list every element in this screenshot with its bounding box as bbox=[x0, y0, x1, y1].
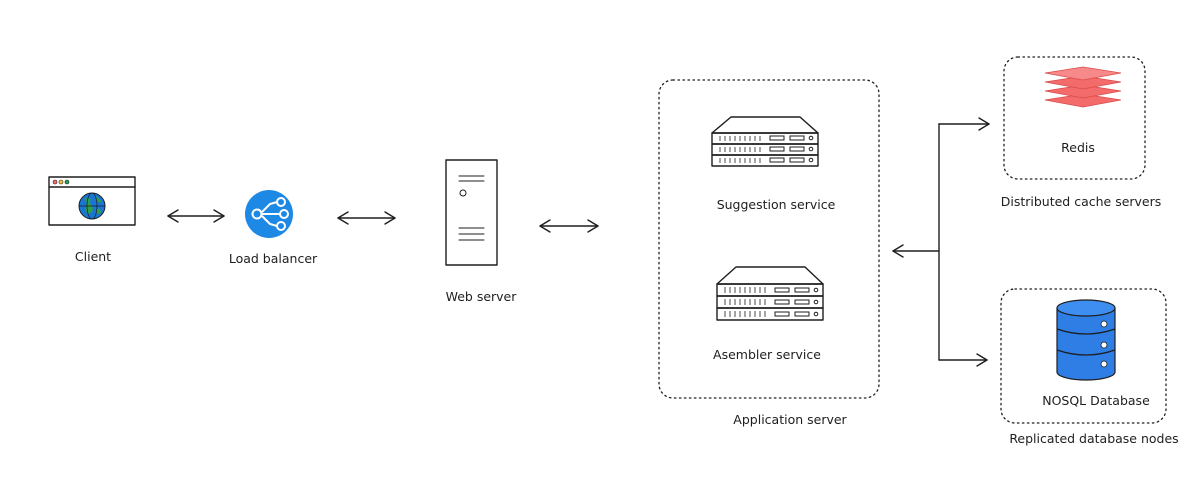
browser-window-globe-icon bbox=[48, 176, 136, 226]
application-server-label: Application server bbox=[733, 412, 847, 427]
assembler-service-label: Asembler service bbox=[713, 347, 821, 362]
load-balancer-node: Load balancer bbox=[229, 190, 318, 266]
redis-layers-icon bbox=[1044, 66, 1122, 108]
nosql-database-label: NOSQL Database bbox=[1042, 393, 1150, 408]
arrow-lb-web bbox=[337, 211, 396, 225]
client-node: Client bbox=[48, 176, 136, 264]
distributed-cache-label: Distributed cache servers bbox=[1001, 194, 1162, 209]
load-balancer-label: Load balancer bbox=[229, 251, 318, 266]
assembler-service-node: Asembler service bbox=[713, 266, 824, 362]
arrow-app-to-storage bbox=[892, 117, 990, 367]
web-server-label: Web server bbox=[446, 289, 518, 304]
arrow-client-lb bbox=[167, 209, 225, 223]
rack-server-icon bbox=[711, 116, 819, 167]
load-balancer-icon bbox=[245, 190, 293, 238]
database-cylinder-icon bbox=[1056, 299, 1116, 381]
redis-group: Redis bbox=[1003, 56, 1146, 180]
database-group: NOSQL Database bbox=[1000, 288, 1167, 424]
application-server-group: Suggestion service bbox=[658, 79, 880, 399]
suggestion-service-label: Suggestion service bbox=[717, 197, 836, 212]
web-server-node: Web server bbox=[445, 159, 518, 304]
redis-label: Redis bbox=[1061, 140, 1095, 155]
client-label: Client bbox=[75, 249, 111, 264]
arrow-web-app bbox=[539, 219, 599, 233]
server-tower-icon bbox=[445, 159, 498, 266]
rack-server-icon bbox=[716, 266, 824, 321]
suggestion-service-node: Suggestion service bbox=[711, 116, 836, 212]
replicated-db-label: Replicated database nodes bbox=[1009, 431, 1178, 446]
